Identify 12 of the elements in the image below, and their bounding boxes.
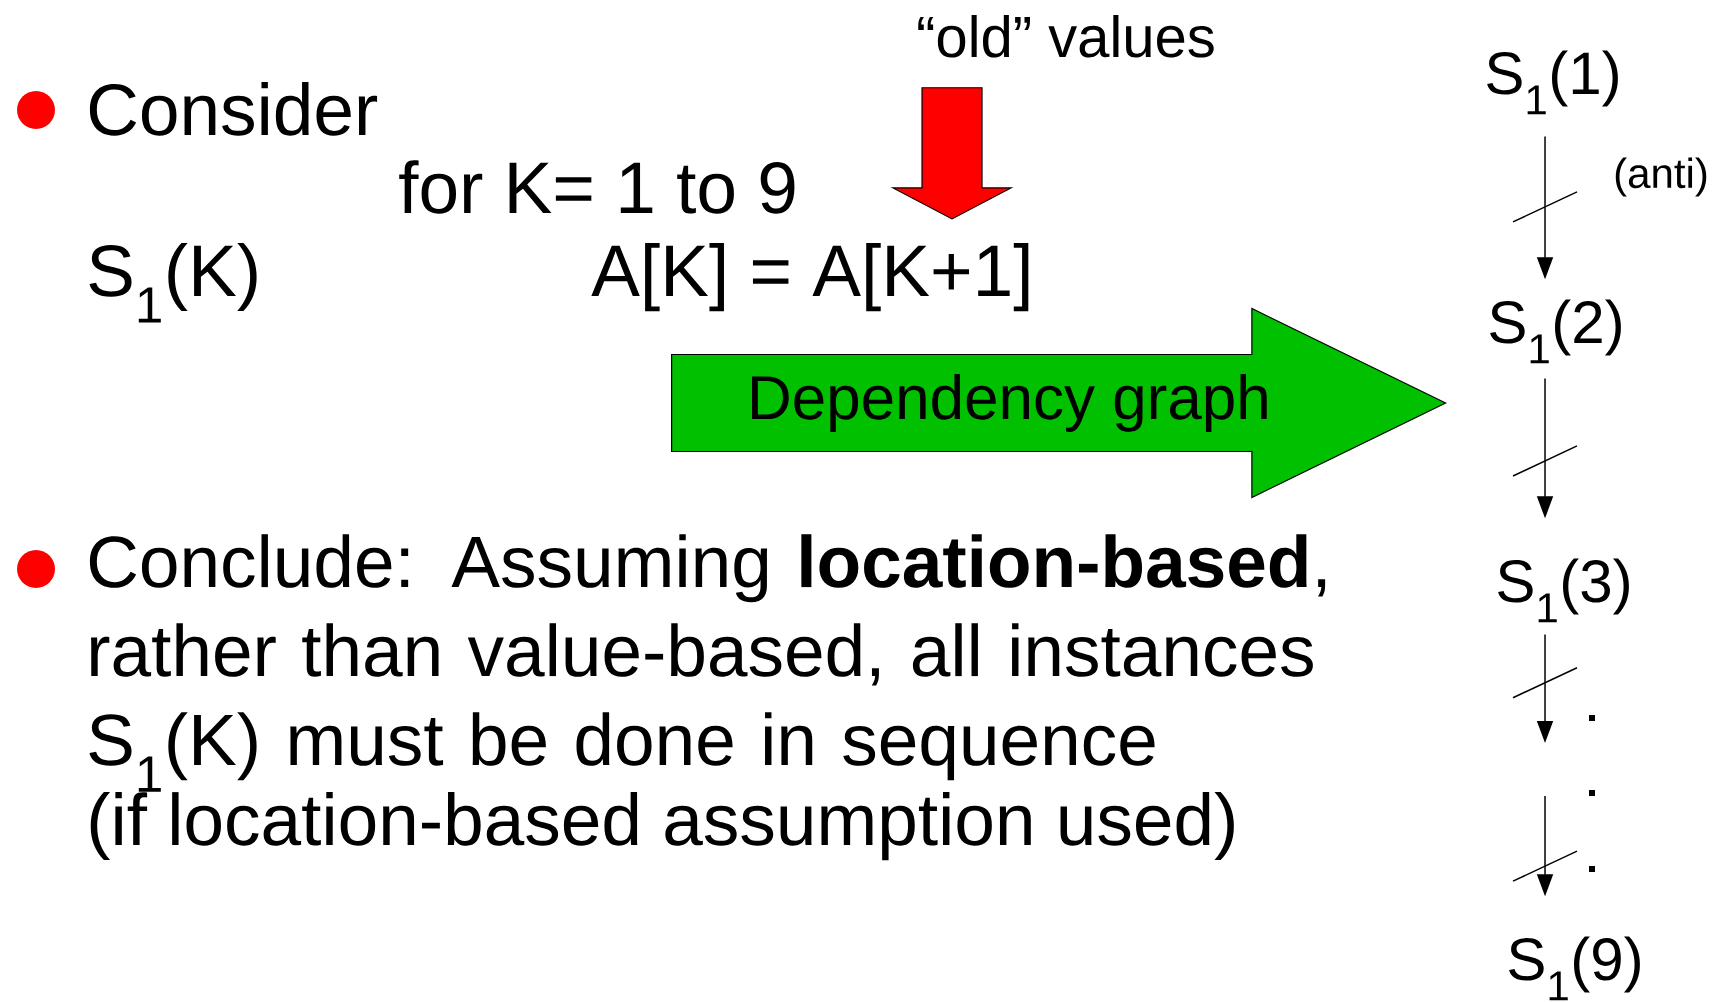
code-line: S$_{1}$(K) bbox=[89, 243, 257, 323]
annotation-text: “old” values bbox=[918, 14, 1214, 58]
bullet-text: Consider bbox=[89, 82, 378, 136]
graph-node-label: S$_{1}$(2) bbox=[1490, 299, 1621, 364]
bullet-text: (if location-based assumption used) bbox=[90, 792, 1234, 861]
code-line: for K= 1 to 9 bbox=[399, 160, 795, 214]
bullet-text: Conclude: Assuming location-based, rather than value-based, all instances S$_{1}$(K) must be done in sequence bbox=[89, 534, 1326, 792]
graph-node-label: S$_{1}$(3) bbox=[1498, 558, 1629, 623]
graph-node-label: S$_{1}$(9) bbox=[1509, 936, 1640, 1001]
graph-node-label: S$_{1}$(1) bbox=[1487, 50, 1618, 115]
edge-label: (anti) bbox=[1612, 156, 1710, 198]
block-arrow bbox=[890, 87, 1014, 220]
